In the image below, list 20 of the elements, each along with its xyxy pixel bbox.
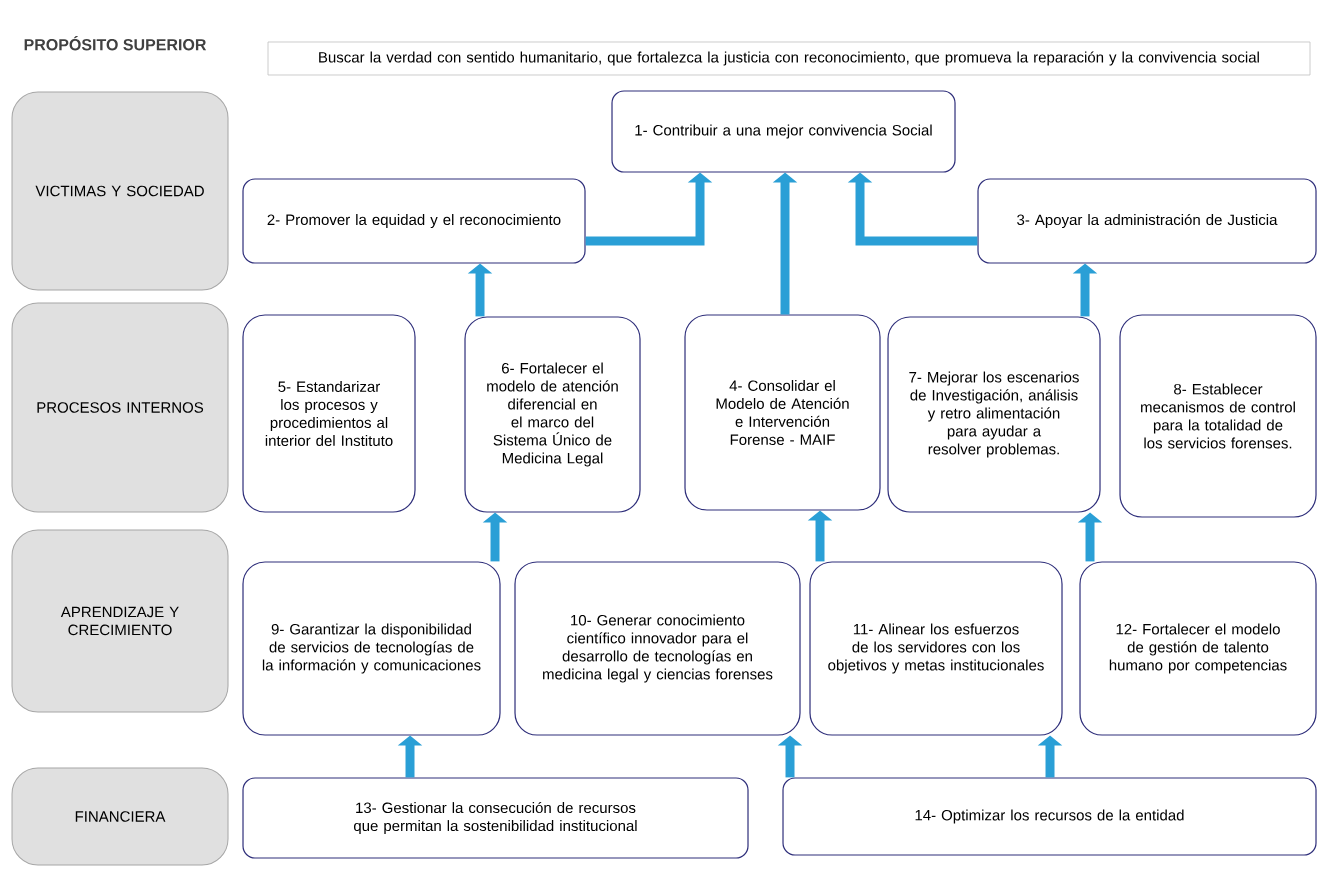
objective-box: 7- Mejorar los escenarios de Investigación, análisis y retro alimentación para ayudar a resolver problemas. (887, 316, 1101, 513)
objective-box: 1- Contribuir a una mejor convivencia Social (611, 90, 956, 173)
objective-box: 10- Generar conocimiento científico innovador para el desarrollo de tecnologías en medicina legal y ciencias forenses (514, 561, 801, 736)
objective-box: 13- Gestionar la consecución de recursos que permitan la sostenibilidad institucional (242, 777, 749, 859)
objective-box: 14- Optimizar los recursos de la entidad (782, 777, 1317, 856)
category-panel: APRENDIZAJE Y CRECIMIENTO (11, 529, 229, 713)
objective-box: 5- Estandarizar los procesos y procedimientos al interior del Instituto (242, 314, 416, 513)
category-panel: VICTIMAS Y SOCIEDAD (11, 91, 229, 291)
objective-box: 4- Consolidar el Modelo de Atención e Intervención Forense - MAIF (684, 314, 881, 511)
objective-box: 11- Alinear los esfuerzos de los servidores con los objetivos y metas institucionales (809, 561, 1063, 736)
objective-box: 3- Apoyar la administración de Justicia (977, 178, 1317, 264)
category-panel: PROCESOS INTERNOS (11, 302, 229, 513)
objective-box: 6- Fortalecer el modelo de atención diferencial en el marco del Sistema Único de Medicina Legal (464, 316, 641, 513)
rectangle-box: Buscar la verdad con sentido humanitario, que fortalezca la justicia con reconocimiento, que promueva la reparación y la convivencia social (267, 41, 1311, 76)
objective-box: 8- Establecer mecanismos de control para la totalidad de los servicios forenses. (1119, 314, 1317, 518)
objective-box: 9- Garantizar la disponibilidad de servicios de tecnologías de la información y comunicaciones (242, 561, 501, 736)
objective-box: 12- Fortalecer el modelo de gestión de talento humano por competencias (1079, 561, 1317, 736)
category-panel: FINANCIERA (11, 767, 229, 866)
heading-label: PROPÓSITO SUPERIOR (24, 36, 207, 51)
objective-box: 2- Promover la equidad y el reconocimiento (242, 178, 586, 264)
